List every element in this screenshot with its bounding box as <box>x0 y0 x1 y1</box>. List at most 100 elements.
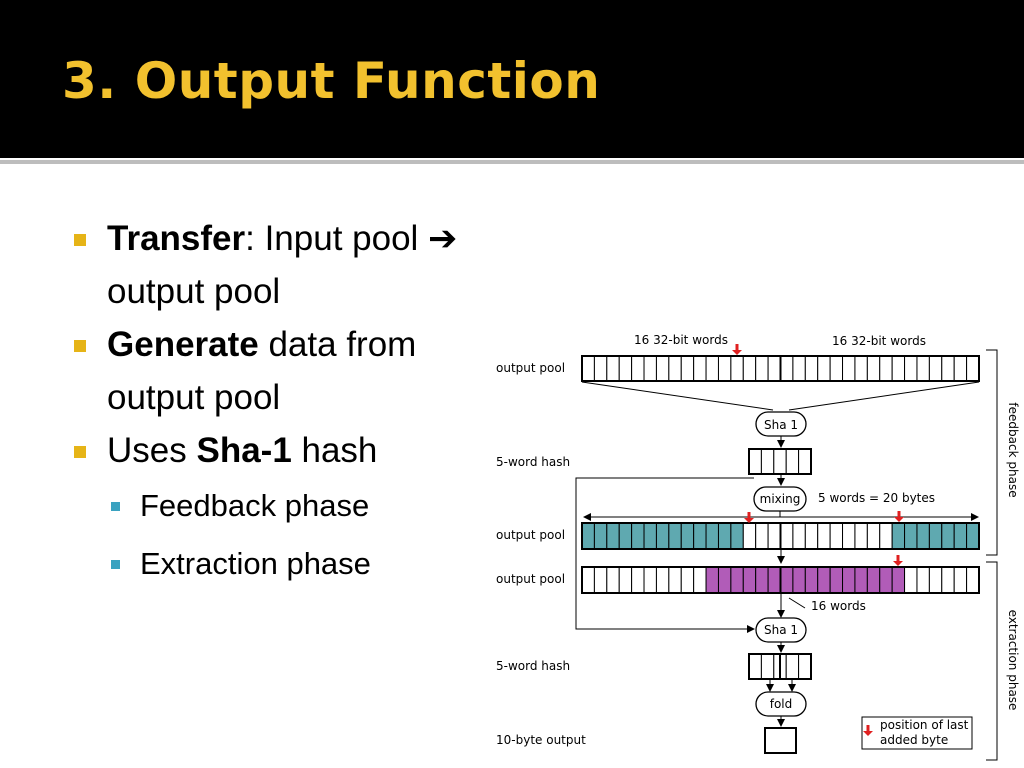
marker-pool2-left-stem <box>747 512 751 519</box>
marker-pool2-right-head <box>894 517 904 522</box>
pool1-cell <box>866 355 881 382</box>
marker-pool1-stem <box>735 344 739 351</box>
pool1-cell <box>606 355 620 382</box>
pool3-cell <box>631 566 645 594</box>
pool3-cell <box>829 566 844 594</box>
pool3-cell <box>593 566 608 594</box>
pool2-cell <box>866 522 881 550</box>
marker-pool2-left-head <box>744 518 754 523</box>
hash2-cell <box>785 653 800 680</box>
converge-line-left <box>581 381 774 411</box>
pool3-cell <box>742 566 757 594</box>
pool2-cell <box>655 522 670 550</box>
hash2-cell <box>760 653 775 680</box>
pool2-cell <box>705 522 719 550</box>
pool3-cell <box>717 566 732 594</box>
sha1-label-1: Sha 1 <box>764 418 798 432</box>
pool3-cell <box>953 566 968 594</box>
pool3-cell <box>655 566 670 594</box>
pool1-cell <box>966 355 980 382</box>
pool2-cell <box>817 522 831 550</box>
pool2-cell <box>966 522 980 550</box>
pool3-cell <box>941 566 955 594</box>
pool2-cell <box>581 522 595 550</box>
row-label-output-pool-3: output pool <box>496 572 565 586</box>
pool1-cell <box>618 355 633 382</box>
pool2-cell <box>928 522 943 550</box>
pool3-cell <box>879 566 893 594</box>
pool2-cell <box>767 522 781 550</box>
bullet-uses-pre: Uses <box>107 431 197 470</box>
pool2-cell <box>941 522 955 550</box>
hash-box-1 <box>748 448 812 475</box>
pool2-cell <box>879 522 893 550</box>
title-bar <box>0 0 1024 158</box>
row-label-output: 10-byte output <box>496 733 586 747</box>
pool2-cell <box>755 522 769 550</box>
pool2-cell <box>693 522 707 550</box>
pool3-cell <box>866 566 881 594</box>
pool1-cell <box>755 355 769 382</box>
slide-title: 3. Output Function <box>62 52 601 110</box>
marker-pool1-head <box>732 350 742 355</box>
pool1-cell <box>792 355 806 382</box>
pool1-cell <box>780 355 794 382</box>
pool3-cell <box>618 566 633 594</box>
marker-pool3-stem <box>896 555 900 562</box>
pool1-cell <box>742 355 757 382</box>
pool1-cell <box>693 355 707 382</box>
converge-line-right <box>788 381 980 411</box>
row-label-hash-1: 5-word hash <box>496 455 570 469</box>
row-label-output-pool-1: output pool <box>496 361 565 375</box>
pool3-cell <box>916 566 930 594</box>
pool2-cell <box>804 522 819 550</box>
bullet-uses: Uses Sha-1 hash Feedback phase Extractio… <box>72 424 512 593</box>
pool3-cell <box>928 566 943 594</box>
pool3-cell <box>804 566 819 594</box>
pool1-cell <box>643 355 657 382</box>
hash2-cell <box>798 653 812 680</box>
pool3-cell <box>606 566 620 594</box>
pool1-cell <box>593 355 608 382</box>
pool1-cell <box>941 355 955 382</box>
fold-label: fold <box>770 697 793 711</box>
legend-line-1: position of last <box>880 718 969 732</box>
marker-pool3-head <box>893 561 903 566</box>
pool2-cell <box>829 522 844 550</box>
pool3-cell <box>680 566 695 594</box>
row-label-output-pool-2: output pool <box>496 528 565 542</box>
hash1-cell <box>773 448 787 475</box>
pool2-cell <box>916 522 930 550</box>
legend-box <box>861 716 973 750</box>
bullet-transfer-text: : Input pool ➔ output pool <box>107 219 458 311</box>
hash2-cell <box>748 653 762 680</box>
pool3-cell <box>904 566 918 594</box>
pool1-cell <box>581 355 595 382</box>
pool3-cell <box>792 566 806 594</box>
pool1-cell <box>891 355 906 382</box>
pool1-cell <box>953 355 968 382</box>
pool3-cell <box>755 566 769 594</box>
feedback-phase-bracket <box>986 349 998 556</box>
pool3-cell <box>854 566 868 594</box>
pool2-cell <box>742 522 757 550</box>
pool2-cell <box>680 522 695 550</box>
pool1-cell <box>767 355 781 382</box>
pool2-cell <box>668 522 682 550</box>
pool3-cell <box>581 566 595 594</box>
pool1-cell <box>631 355 645 382</box>
title-divider <box>0 160 1024 164</box>
pool3-cell <box>780 566 794 594</box>
pool2-cell <box>780 522 794 550</box>
pool3-cell <box>966 566 980 594</box>
bullet-uses-text: hash <box>291 431 378 470</box>
extraction-phase-bracket <box>986 561 998 761</box>
pool1-cell <box>904 355 918 382</box>
pool1-cell <box>705 355 719 382</box>
pool3-cell <box>730 566 744 594</box>
sub-bullet-extraction: Extraction phase <box>107 535 512 593</box>
pool1-cell <box>842 355 856 382</box>
hash1-outline <box>748 448 812 475</box>
extraction-phase-label: extraction phase <box>1006 610 1020 711</box>
added-byte-markers <box>732 344 904 566</box>
